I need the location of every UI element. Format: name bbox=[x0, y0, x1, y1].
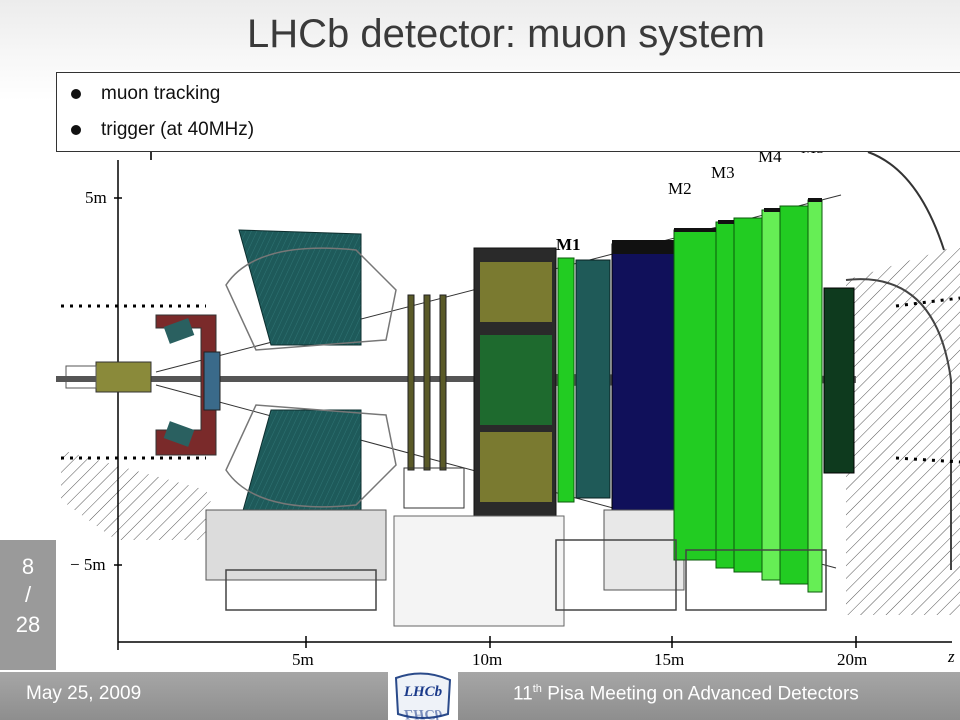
station-label-m1: M1 bbox=[556, 235, 581, 254]
bullet-dot-icon bbox=[71, 88, 81, 99]
muon-stations-m2-m5 bbox=[673, 198, 855, 593]
bullet-box: muon tracking trigger (at 40MHz) bbox=[56, 72, 960, 152]
dipole-magnet bbox=[205, 229, 397, 581]
station-label-m3: M3 bbox=[711, 163, 735, 182]
page-total: 28 bbox=[15, 612, 41, 637]
rich2 bbox=[393, 247, 565, 627]
footer-event: 11th Pisa Meeting on Advanced Detectors bbox=[513, 683, 859, 705]
y-label-bottom: − 5m bbox=[70, 555, 106, 574]
cavern-arch-right bbox=[845, 278, 952, 570]
support-structures bbox=[225, 539, 827, 611]
footer-event-number: 11 bbox=[513, 683, 533, 705]
rich1 bbox=[155, 314, 217, 456]
z-label-15m: 15m bbox=[654, 650, 684, 669]
detector-diagram: 5m − 5m 5m 10m 15m 20m z bbox=[56, 70, 960, 672]
z-label-axis: z bbox=[947, 647, 955, 666]
bullet-item: muon tracking bbox=[71, 83, 220, 105]
z-label-5m: 5m bbox=[292, 650, 314, 669]
calorimeters bbox=[575, 240, 685, 591]
tt-station bbox=[203, 351, 221, 411]
z-label-20m: 20m bbox=[837, 650, 867, 669]
page-separator: / bbox=[24, 582, 32, 607]
acceptance-lines bbox=[61, 296, 960, 464]
footer-date: May 25, 2009 bbox=[26, 683, 142, 704]
bullet-text: muon tracking bbox=[101, 83, 221, 104]
page-counter: 8 / 28 bbox=[0, 540, 56, 670]
slide-title: LHCb detector: muon system bbox=[247, 12, 765, 56]
y-label-top: 5m bbox=[85, 188, 107, 207]
lhcb-logo: LHCb LHCb bbox=[388, 672, 458, 720]
footer-event-title: Pisa Meeting on Advanced Detectors bbox=[541, 683, 859, 705]
velo bbox=[65, 361, 152, 393]
y-axis-ticks bbox=[114, 197, 122, 566]
footer-event-sup: th bbox=[532, 683, 542, 695]
hatched-wall-right bbox=[846, 245, 960, 615]
beam-pipe bbox=[56, 376, 856, 382]
page-current: 8 bbox=[21, 554, 35, 579]
hatched-wall-left bbox=[61, 450, 226, 540]
bullet-item: trigger (at 40MHz) bbox=[71, 119, 254, 141]
svg-text:LHCb: LHCb bbox=[403, 706, 443, 720]
svg-text:LHCb: LHCb bbox=[403, 684, 443, 700]
z-label-10m: 10m bbox=[472, 650, 502, 669]
bullet-text: trigger (at 40MHz) bbox=[101, 119, 255, 140]
z-axis-ticks bbox=[305, 636, 857, 648]
muon-station-m1: M1 bbox=[556, 235, 581, 503]
footer-bar: May 25, 2009 11th Pisa Meeting on Advanc… bbox=[0, 672, 960, 720]
station-label-m2: M2 bbox=[668, 179, 692, 198]
tracking-stations bbox=[403, 294, 465, 509]
bullet-dot-icon bbox=[71, 124, 81, 135]
